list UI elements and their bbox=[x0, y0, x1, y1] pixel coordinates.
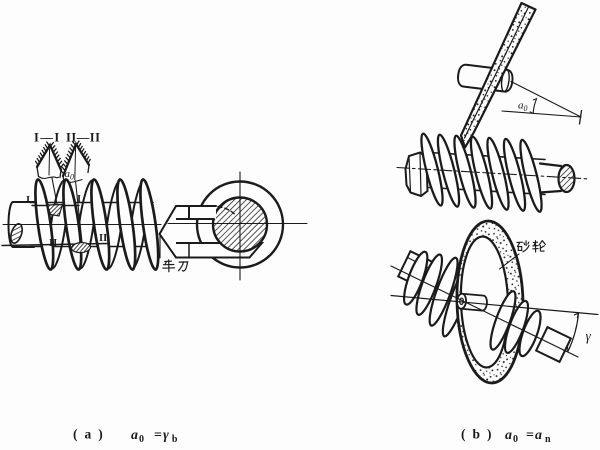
grinder-angle-annotation-part-3 bbox=[532, 98, 538, 114]
caption-a-formula-part-3: = bbox=[154, 428, 162, 443]
grinder-angle-label-part-2: 0 bbox=[524, 104, 528, 113]
lathe-tool-upper-jaw-part-1 bbox=[176, 206, 216, 219]
tool-angle-label-a-base: a bbox=[65, 168, 71, 180]
worm-end-view bbox=[158, 171, 308, 281]
lead-angle-label: γ bbox=[586, 329, 592, 344]
glyph-che bbox=[162, 259, 176, 273]
tool-profile-section-ii-part-2 bbox=[74, 146, 77, 181]
finger-grinder-blade-body bbox=[459, 1, 537, 149]
worm3d-left-stub bbox=[404, 151, 429, 198]
lathe-tool-label bbox=[162, 259, 189, 273]
section-cut-i bbox=[46, 203, 64, 217]
tool-angle-label-a: a0 bbox=[65, 168, 75, 182]
lathe-tool-upper-jaw-part-3 bbox=[217, 205, 236, 216]
caption-b-index: (b) bbox=[461, 427, 499, 442]
grinder-angle-annotation-part-2 bbox=[578, 109, 583, 125]
lathe-tool-upper-jaw bbox=[175, 205, 236, 220]
worm-side-view: I I II II bbox=[1, 177, 162, 271]
glyph-lun bbox=[532, 240, 546, 253]
grinder-arbor-part-1 bbox=[500, 69, 510, 93]
glyph-sha bbox=[516, 240, 530, 253]
figure-b-bottom-part-1 bbox=[516, 240, 530, 253]
grinder-angle-annotation-part-4 bbox=[529, 98, 538, 114]
section-header-ii: II—II bbox=[66, 131, 100, 145]
caption-b-formula-part-2: 0 bbox=[513, 434, 518, 445]
grinder-angle-label-part-1: a bbox=[518, 100, 524, 112]
wheel-label bbox=[516, 240, 546, 253]
wheel-label-leader bbox=[498, 253, 520, 270]
lathe-tool-nose bbox=[158, 205, 177, 259]
caption-b-formula-part-5: n bbox=[545, 434, 551, 445]
worm3d-thread-coils-part-4 bbox=[469, 135, 494, 210]
tool-profile-section-ii-part-5 bbox=[60, 140, 77, 175]
figure-b-top: a0 bbox=[396, 1, 591, 213]
section-line-ii bbox=[1, 242, 109, 247]
caption-b-formula-part-1: a bbox=[505, 428, 512, 443]
caption-b-formula-part-3: = bbox=[526, 428, 534, 443]
wheel-plane-line bbox=[390, 294, 599, 316]
tool-profile-section-i-part-2 bbox=[48, 147, 51, 176]
tool-angle-label-a-sub: 0 bbox=[70, 173, 74, 182]
worm-side-view-part-2 bbox=[51, 177, 83, 243]
tool-profile-section-i-part-4 bbox=[37, 175, 60, 179]
figure-b-top-part-1 bbox=[408, 151, 422, 197]
tool-profile-section-i-part-6 bbox=[49, 141, 64, 169]
wheel-hub bbox=[456, 292, 488, 312]
lead-angle-annotation bbox=[563, 312, 580, 353]
worm3d-axis bbox=[396, 166, 591, 180]
mark-i-right: I bbox=[77, 194, 81, 205]
worm-end-view-part-2 bbox=[162, 259, 176, 273]
tool-profile-section-i-part-5 bbox=[34, 141, 51, 166]
mark-ii-right: II bbox=[99, 233, 107, 244]
caption-a-formula-part-4: γ bbox=[163, 428, 169, 443]
mark-i-left: I bbox=[26, 195, 30, 206]
figure-a: I—I II—II a0 bbox=[1, 131, 308, 446]
worm3d-thread-coils bbox=[420, 132, 543, 213]
lathe-tool-upper-jaw-part-2 bbox=[175, 205, 217, 220]
worm-end-view-part-3 bbox=[177, 261, 189, 272]
caption-b-formula-part-4: a bbox=[535, 428, 542, 443]
worm3d-right-shaft-part-1 bbox=[538, 162, 563, 194]
grinder-angle-label: a0 bbox=[518, 100, 528, 114]
caption-a-index: (a) bbox=[73, 427, 110, 442]
caption-a-formula-part-1: a bbox=[131, 428, 138, 443]
worm3d-right-shaft-part-2 bbox=[557, 163, 576, 194]
tool-profile-section-i bbox=[34, 141, 64, 179]
caption-a-formula-part-2: 0 bbox=[139, 434, 144, 445]
finger-grinder-blade bbox=[459, 1, 537, 149]
grinder-angle-annotation bbox=[501, 80, 583, 125]
finger-grinder-blade-part-1 bbox=[463, 6, 530, 139]
grinder-angle-annotation-part-1 bbox=[501, 80, 582, 118]
wormg-axis-line bbox=[390, 265, 579, 358]
figure-b-bottom-part-2 bbox=[532, 240, 546, 253]
lead-angle-annotation-part-2 bbox=[563, 312, 580, 353]
glyph-dao bbox=[177, 261, 189, 272]
tool-profile-section-ii-part-6 bbox=[75, 140, 91, 164]
worm3d-thread-coils-part-7 bbox=[420, 132, 444, 207]
section-cut-ii bbox=[70, 241, 92, 254]
caption-a-formula-part-5: b bbox=[172, 434, 178, 445]
tool-profile-section-ii bbox=[60, 140, 91, 183]
section-header-i: I—I bbox=[34, 131, 61, 145]
mark-ii-left: II bbox=[49, 238, 57, 249]
lead-angle-annotation-part-1 bbox=[567, 312, 580, 353]
